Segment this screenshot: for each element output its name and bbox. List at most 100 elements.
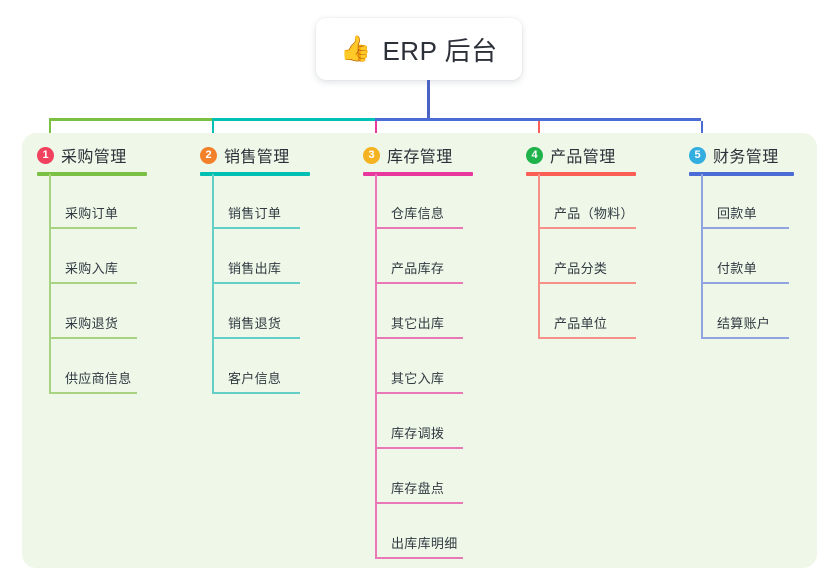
branch-item[interactable]: 回款单: [689, 197, 839, 229]
branch-item[interactable]: 产品分类: [526, 252, 676, 284]
branch-item-rule: [701, 227, 789, 229]
branch-column-2: 2 销售管理销售订单销售出库销售退货客户信息: [200, 133, 350, 568]
branch-item-label: 产品单位: [554, 316, 608, 331]
branch-item[interactable]: 付款单: [689, 252, 839, 284]
bus-segment-3: [375, 118, 538, 121]
branch-item-label: 回款单: [717, 206, 757, 221]
branch-header-1[interactable]: 1 采购管理: [37, 143, 127, 167]
branch-item[interactable]: 采购入库: [37, 252, 187, 284]
branch-item[interactable]: 销售退货: [200, 307, 350, 339]
branch-item-label: 其它出库: [391, 316, 445, 331]
branch-item-rule: [212, 282, 300, 284]
branch-item-rule: [538, 227, 636, 229]
branch-item-label: 采购退货: [65, 316, 119, 331]
branch-item[interactable]: 客户信息: [200, 362, 350, 394]
branch-item-label: 产品（物料）: [554, 206, 634, 221]
branch-spine: [375, 174, 377, 557]
branch-item[interactable]: 产品库存: [363, 252, 513, 284]
branch-item-rule: [375, 557, 463, 559]
thumbs-up-icon: 👍: [340, 34, 372, 63]
branch-item-rule: [538, 337, 636, 339]
branch-item[interactable]: 销售订单: [200, 197, 350, 229]
branch-number-badge: 5: [689, 146, 706, 164]
branch-number-badge: 3: [363, 146, 380, 164]
branch-item-label: 销售退货: [228, 316, 282, 331]
branch-header-rule: [363, 172, 473, 176]
branch-item-label: 仓库信息: [391, 206, 445, 221]
branch-number-badge: 2: [200, 146, 217, 164]
root-node-content: 👍 ERP 后台: [340, 31, 497, 68]
root-stem-connector: [427, 80, 430, 119]
branch-header-5[interactable]: 5 财务管理: [689, 143, 779, 167]
branch-item-label: 销售出库: [228, 261, 282, 276]
branch-header-3[interactable]: 3 库存管理: [363, 143, 453, 167]
branch-item[interactable]: 销售出库: [200, 252, 350, 284]
branch-item[interactable]: 结算账户: [689, 307, 839, 339]
branch-item-label: 结算账户: [717, 316, 771, 331]
branch-title: 库存管理: [387, 149, 453, 166]
branch-item-label: 出库库明细: [391, 536, 458, 551]
branch-item-label: 供应商信息: [65, 371, 132, 386]
branch-title: 财务管理: [713, 149, 779, 166]
branch-item-rule: [375, 282, 463, 284]
branch-spine: [701, 174, 703, 337]
branch-item-label: 库存调拨: [391, 426, 445, 441]
branch-item[interactable]: 仓库信息: [363, 197, 513, 229]
branch-item-label: 其它入库: [391, 371, 445, 386]
branch-item-label: 产品分类: [554, 261, 608, 276]
branch-item[interactable]: 库存调拨: [363, 417, 513, 449]
branch-title: 销售管理: [224, 149, 290, 166]
branch-item-rule: [212, 227, 300, 229]
branch-header-rule: [200, 172, 310, 176]
branch-item-rule: [701, 337, 789, 339]
branch-number-badge: 4: [526, 146, 543, 164]
bus-segment-1: [49, 118, 212, 121]
branch-item-label: 采购订单: [65, 206, 119, 221]
branch-column-1: 1 采购管理采购订单采购入库采购退货供应商信息: [37, 133, 187, 568]
branch-item-rule: [49, 392, 137, 394]
branch-item[interactable]: 出库库明细: [363, 527, 513, 559]
branch-item-rule: [49, 337, 137, 339]
branch-column-3: 3 库存管理仓库信息产品库存其它出库其它入库库存调拨库存盘点出库库明细: [363, 133, 513, 568]
branch-column-5: 5 财务管理回款单付款单结算账户: [689, 133, 839, 568]
branch-item-rule: [375, 447, 463, 449]
branch-spine: [538, 174, 540, 337]
branch-item-label: 客户信息: [228, 371, 282, 386]
branch-title: 采购管理: [61, 149, 127, 166]
branch-item[interactable]: 产品单位: [526, 307, 676, 339]
bus-segment-2: [212, 118, 375, 121]
branch-item-label: 库存盘点: [391, 481, 445, 496]
branch-item-rule: [538, 282, 636, 284]
branch-item[interactable]: 采购退货: [37, 307, 187, 339]
branch-header-2[interactable]: 2 销售管理: [200, 143, 290, 167]
root-node[interactable]: 👍 ERP 后台: [316, 18, 522, 80]
branch-item-label: 采购入库: [65, 261, 119, 276]
branch-item[interactable]: 采购订单: [37, 197, 187, 229]
branches-panel: 1 采购管理采购订单采购入库采购退货供应商信息 2 销售管理销售订单销售出库销售退货客…: [22, 133, 817, 568]
branch-item-rule: [701, 282, 789, 284]
root-node-title: ERP 后台: [382, 35, 498, 66]
branch-item-label: 产品库存: [391, 261, 445, 276]
branch-item[interactable]: 库存盘点: [363, 472, 513, 504]
branch-header-rule: [37, 172, 147, 176]
branch-item-rule: [375, 392, 463, 394]
branch-item-rule: [375, 502, 463, 504]
branch-number-badge: 1: [37, 146, 54, 164]
branch-header-rule: [689, 172, 794, 176]
branch-item[interactable]: 其它入库: [363, 362, 513, 394]
branch-item-rule: [212, 337, 300, 339]
branch-item[interactable]: 其它出库: [363, 307, 513, 339]
branch-item-rule: [49, 227, 137, 229]
branch-item[interactable]: 产品（物料）: [526, 197, 676, 229]
branch-item-rule: [49, 282, 137, 284]
branch-item-rule: [375, 227, 463, 229]
branch-header-rule: [526, 172, 636, 176]
branch-item-label: 付款单: [717, 261, 757, 276]
branch-item-label: 销售订单: [228, 206, 282, 221]
bus-segment-4: [538, 118, 701, 121]
branch-item-rule: [212, 392, 300, 394]
branch-item[interactable]: 供应商信息: [37, 362, 187, 394]
